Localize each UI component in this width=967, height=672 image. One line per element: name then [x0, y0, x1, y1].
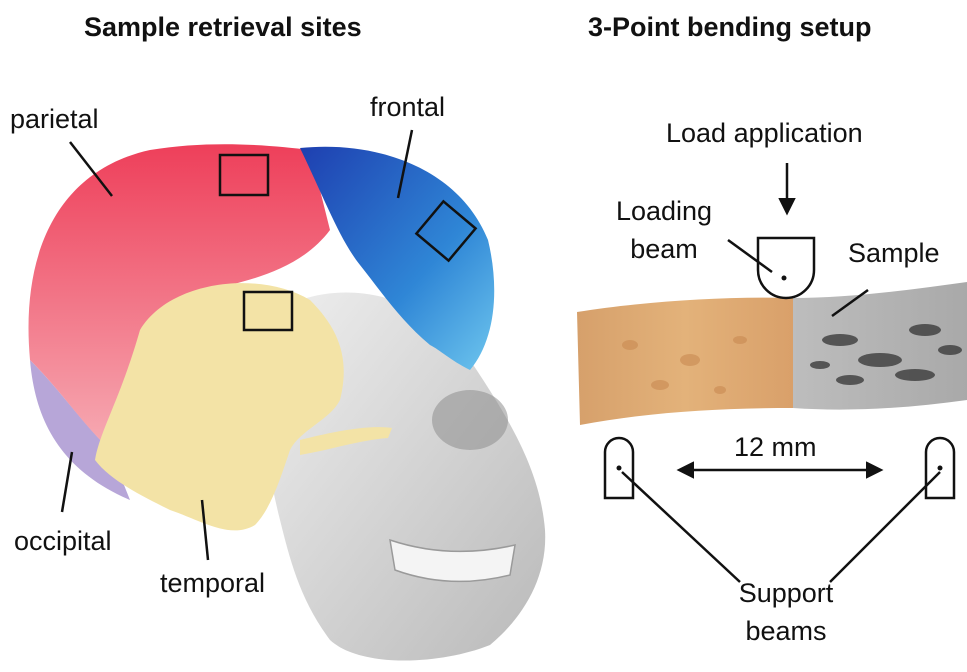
- label-occipital: occipital: [14, 526, 112, 557]
- label-support-line1: Support: [716, 578, 856, 609]
- label-loading-beam-line2: beam: [604, 234, 724, 265]
- label-loading-beam-line1: Loading: [604, 196, 724, 227]
- label-span: 12 mm: [734, 432, 817, 463]
- skull-illustration: [29, 144, 546, 660]
- label-support-line2: beams: [716, 616, 856, 647]
- label-temporal: temporal: [160, 568, 265, 599]
- occipital-leader-line: [62, 452, 72, 512]
- label-parietal: parietal: [10, 104, 99, 135]
- eye-socket: [432, 390, 508, 450]
- label-frontal: frontal: [370, 92, 445, 123]
- loading-beam-center: [782, 276, 787, 281]
- support-right-leader-line: [830, 472, 940, 582]
- label-sample: Sample: [848, 238, 940, 269]
- support-beam-right-center: [938, 466, 943, 471]
- ct-sample: [793, 282, 967, 410]
- label-load-application: Load application: [666, 118, 863, 149]
- support-left-leader-line: [622, 472, 740, 582]
- support-beam-left-center: [617, 466, 622, 471]
